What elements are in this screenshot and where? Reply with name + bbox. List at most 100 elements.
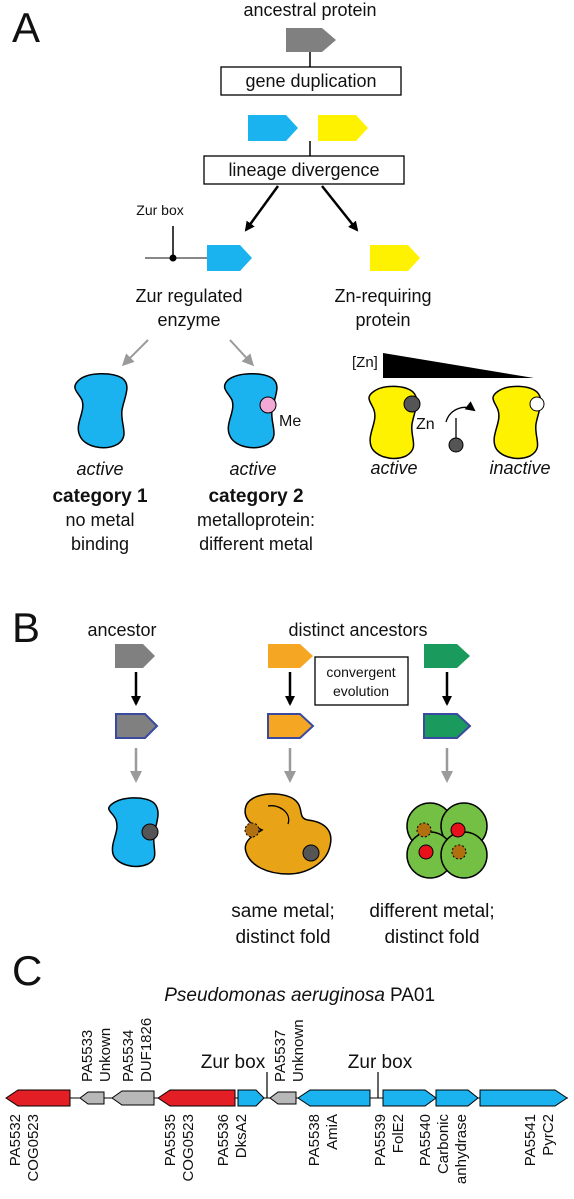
convergent-label-1: convergent (326, 664, 395, 680)
different-metal-label-1: different metal; (369, 901, 494, 922)
gene-orange-outlined (267, 713, 315, 739)
divergence-arrow-right (321, 185, 359, 232)
label-pa5539-desc: FolE2 (390, 1114, 407, 1153)
gene-pa5532 (5, 1089, 71, 1107)
category-2-line-1: metalloprotein: (197, 510, 315, 530)
zn-requiring-title-1: Zn-requiring (334, 286, 431, 306)
zn-release-arrow (445, 401, 476, 423)
ancestral-gene-arrow (286, 28, 336, 52)
label-pa5538-desc: AmiA (324, 1114, 341, 1150)
category-1-title: category 1 (52, 486, 147, 507)
gene-pa5533 (79, 1091, 105, 1105)
active-label-1: active (76, 459, 123, 479)
label-pa5533-id: PA5533 (79, 1030, 96, 1082)
active-label-2: active (229, 459, 276, 479)
panel-a-label: A (12, 4, 40, 51)
pink-metal-ion (259, 396, 277, 414)
different-metal-label-2: distinct fold (384, 927, 479, 948)
zur-box-site (169, 254, 177, 262)
category-2-protein (223, 373, 278, 449)
zur-box-label-a: Zur box (136, 202, 183, 218)
label-pa5532-desc: COG0523 (25, 1114, 42, 1182)
ancestor-label: ancestor (87, 620, 156, 640)
label-pa5541-desc: PyrC2 (540, 1114, 557, 1156)
category-1-line-1: no metal (65, 510, 134, 530)
gene-duplication-box (220, 66, 402, 96)
label-pa5540-desc-1: Carbonic (435, 1114, 452, 1175)
gene-duplication-label: gene duplication (245, 71, 376, 91)
orange-protein-metal (302, 844, 320, 862)
category-2-line-2: different metal (199, 534, 313, 554)
panel-b-label: B (12, 604, 40, 651)
divergence-arrow-left (244, 185, 280, 232)
label-pa5535-desc: COG0523 (180, 1114, 197, 1182)
blue-protein-metal (141, 823, 159, 841)
category-1-protein (74, 373, 128, 449)
label-pa5538-id: PA5538 (306, 1114, 323, 1166)
inactive-label: inactive (489, 458, 550, 478)
yellow-gene-arrow (318, 115, 368, 141)
zn-label: Zn (416, 416, 435, 433)
label-pa5540-id: PA5540 (417, 1114, 434, 1166)
active-label-3: active (370, 458, 417, 478)
label-pa5541-id: PA5541 (522, 1114, 539, 1166)
organism-name: Pseudomonas aeruginosa (164, 985, 385, 1006)
gene-pa5537 (269, 1091, 297, 1105)
label-pa5535-id: PA5535 (162, 1114, 179, 1166)
ancestor-gene-green (424, 644, 470, 668)
label-pa5537-desc: Unknown (290, 1019, 307, 1082)
lineage-divergence-label: lineage divergence (228, 160, 379, 180)
green-metal-red-2 (418, 844, 434, 860)
gray-arrow-cat2 (229, 339, 255, 367)
label-pa5534-id: PA5534 (120, 1030, 137, 1082)
ancestor-gene-orange (268, 644, 313, 668)
category-1-line-2: binding (71, 534, 129, 554)
lineage-divergence-box (203, 155, 405, 185)
gene-pa5541 (479, 1089, 568, 1107)
convergent-label-2: evolution (333, 683, 389, 699)
green-metal-red-1 (450, 822, 466, 838)
me-label: Me (279, 413, 301, 430)
label-pa5534-desc: DUF1826 (138, 1018, 155, 1082)
blue-protein-b (108, 797, 159, 868)
empty-zn-site (529, 396, 545, 412)
same-metal-label-1: same metal; (231, 901, 334, 922)
zn-gradient-wedge (383, 353, 534, 378)
zn-requiring-title-2: protein (355, 310, 410, 330)
blue-gene-arrow (248, 115, 298, 141)
organism-strain: PA01 (390, 985, 435, 1006)
same-metal-label-2: distinct fold (235, 927, 330, 948)
zn-bracket-label: [Zn] (352, 354, 378, 371)
zur-regulated-gene-arrow (207, 245, 252, 271)
label-pa5537-id: PA5537 (272, 1030, 289, 1082)
ancestor-gene-gray (115, 644, 155, 668)
gene-pa5535 (157, 1089, 236, 1107)
gene-pa5539 (382, 1089, 437, 1107)
distinct-ancestors-label: distinct ancestors (288, 620, 427, 640)
released-zn-ion (448, 437, 464, 453)
label-pa5536-id: PA5536 (215, 1114, 232, 1166)
green-metal-dashed-2 (451, 844, 467, 860)
convergent-evolution-box (314, 656, 409, 706)
category-2-title: category 2 (208, 486, 303, 507)
zn-requiring-gene-arrow (370, 245, 420, 271)
green-metal-dashed-1 (416, 822, 432, 838)
zur-box-label-c2: Zur box (348, 1052, 413, 1073)
zur-regulated-title-2: enzyme (157, 310, 220, 330)
ancestral-protein-label: ancestral protein (243, 0, 376, 20)
gene-pa5536 (237, 1089, 265, 1107)
gene-green-outlined (423, 713, 472, 739)
zur-box-label-c1: Zur box (201, 1052, 266, 1073)
bound-zn-ion (403, 395, 421, 413)
label-pa5536-desc: DksA2 (233, 1114, 250, 1158)
zur-regulated-title-1: Zur regulated (135, 286, 242, 306)
label-pa5533-desc: Unkown (97, 1028, 114, 1082)
orange-protein-metal-dashed (244, 822, 260, 838)
label-pa5532-id: PA5532 (7, 1114, 24, 1166)
gene-gray-outlined (115, 713, 159, 739)
inactive-zn-protein (492, 385, 542, 460)
gene-pa5534 (111, 1090, 155, 1106)
gene-pa5540 (435, 1089, 479, 1107)
gray-arrow-cat1 (121, 339, 149, 367)
